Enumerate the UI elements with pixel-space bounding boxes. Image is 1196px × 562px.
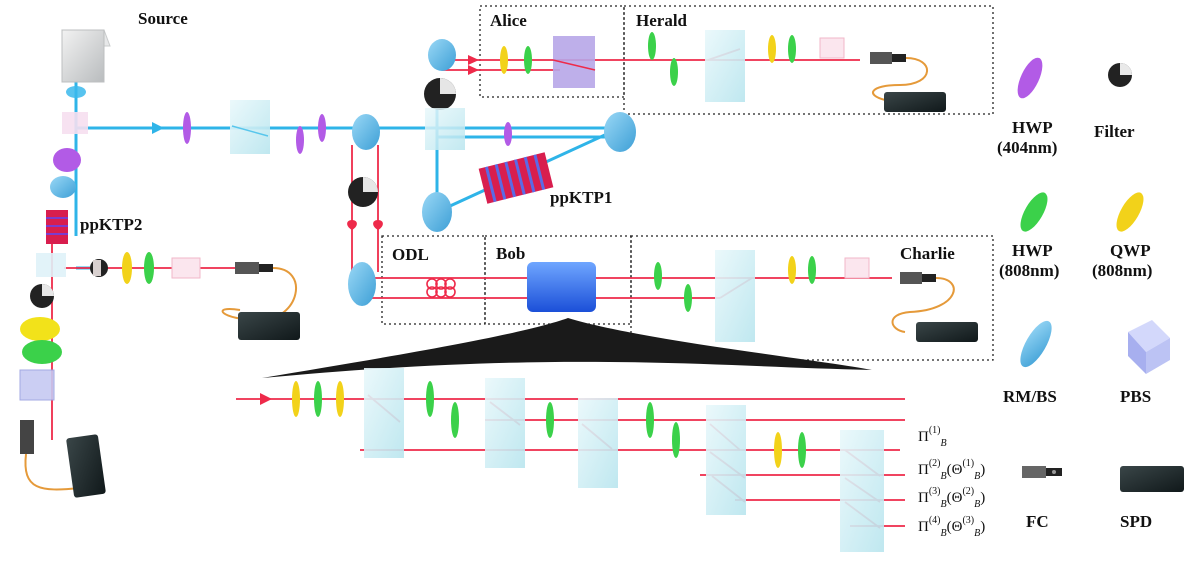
- odl-region: [381, 235, 486, 325]
- alice-components: [422, 36, 636, 232]
- projector-labels: Π(1)B Π(2)B(Θ(1)B) Π(3)B(Θ(2)B) Π(4)B(Θ(3)B…: [918, 425, 985, 539]
- projector-label-4: Π(4)B(Θ(3)B): [918, 515, 985, 539]
- legend-hwp404-label-1: HWP: [1012, 118, 1053, 137]
- legend-rmbs-icon: [1020, 320, 1052, 368]
- bob-device: [527, 262, 596, 312]
- projector-label-2: Π(2)B(Θ(1)B): [918, 458, 985, 482]
- hwp808-icon: [22, 340, 62, 364]
- legend-qwp808-icon: [1116, 192, 1144, 232]
- alice-region: [479, 5, 625, 98]
- legend-fc-icon: [1022, 466, 1062, 478]
- laser-source: [61, 29, 111, 98]
- label-odl: ODL: [392, 245, 429, 264]
- label-bob: Bob: [496, 244, 525, 263]
- legend-qwp808-label-1: QWP: [1110, 241, 1151, 260]
- bob-analysis-chain: [292, 368, 884, 552]
- ppktp2-arm: [90, 252, 300, 340]
- hwp404-icon: [53, 148, 81, 172]
- legend-pbs-label: PBS: [1120, 387, 1151, 406]
- legend-hwp808-label-2: (808nm): [999, 261, 1059, 280]
- alice-arrow-1: [468, 55, 479, 65]
- mirror-icon: [50, 176, 76, 198]
- alice-arrow-2: [468, 65, 479, 75]
- legend-rmbs-label: RM/BS: [1003, 387, 1057, 406]
- spd-icon: [66, 434, 106, 498]
- projector-label-1: Π(1)B: [918, 425, 947, 449]
- odl-coils: [426, 278, 456, 298]
- pbs-icon: [19, 369, 55, 401]
- bob-input-arrow: [260, 393, 272, 405]
- legend-spd-label: SPD: [1120, 512, 1152, 531]
- label-alice: Alice: [490, 11, 527, 30]
- bob-zoom-wedge: [262, 318, 872, 378]
- legend-pbs-icon: [1128, 320, 1170, 374]
- pump-direction-arrow: [152, 122, 164, 134]
- legend-qwp808-label-2: (808nm): [1092, 261, 1152, 280]
- ppktp2-chain: [19, 112, 106, 498]
- charlie-components: [654, 250, 978, 342]
- legend-hwp404-label-2: (404nm): [997, 138, 1057, 157]
- legend-filter-label: Filter: [1094, 122, 1135, 141]
- projector-label-3: Π(3)B(Θ(2)B): [918, 486, 985, 510]
- label-source: Source: [138, 9, 188, 28]
- ppktp1-crystal: [478, 152, 554, 204]
- label-ppktp2: ppKTP2: [80, 215, 142, 234]
- pump-arm-components: [183, 100, 383, 306]
- label-herald: Herald: [636, 11, 688, 30]
- legend-hwp404-icon: [1017, 57, 1043, 99]
- legend-fc-label: FC: [1026, 512, 1049, 531]
- herald-components: [648, 30, 946, 112]
- label-ppktp1: ppKTP1: [550, 188, 612, 207]
- legend-hwp808-label-1: HWP: [1012, 241, 1053, 260]
- qwp808-icon: [20, 317, 60, 341]
- legend-hwp808-icon: [1020, 192, 1048, 232]
- label-charlie: Charlie: [900, 244, 955, 263]
- fc-icon: [20, 420, 34, 454]
- legend-spd-icon: [1120, 466, 1184, 492]
- legend: HWP (404nm) Filter HWP (808nm) QWP (808n…: [997, 57, 1184, 531]
